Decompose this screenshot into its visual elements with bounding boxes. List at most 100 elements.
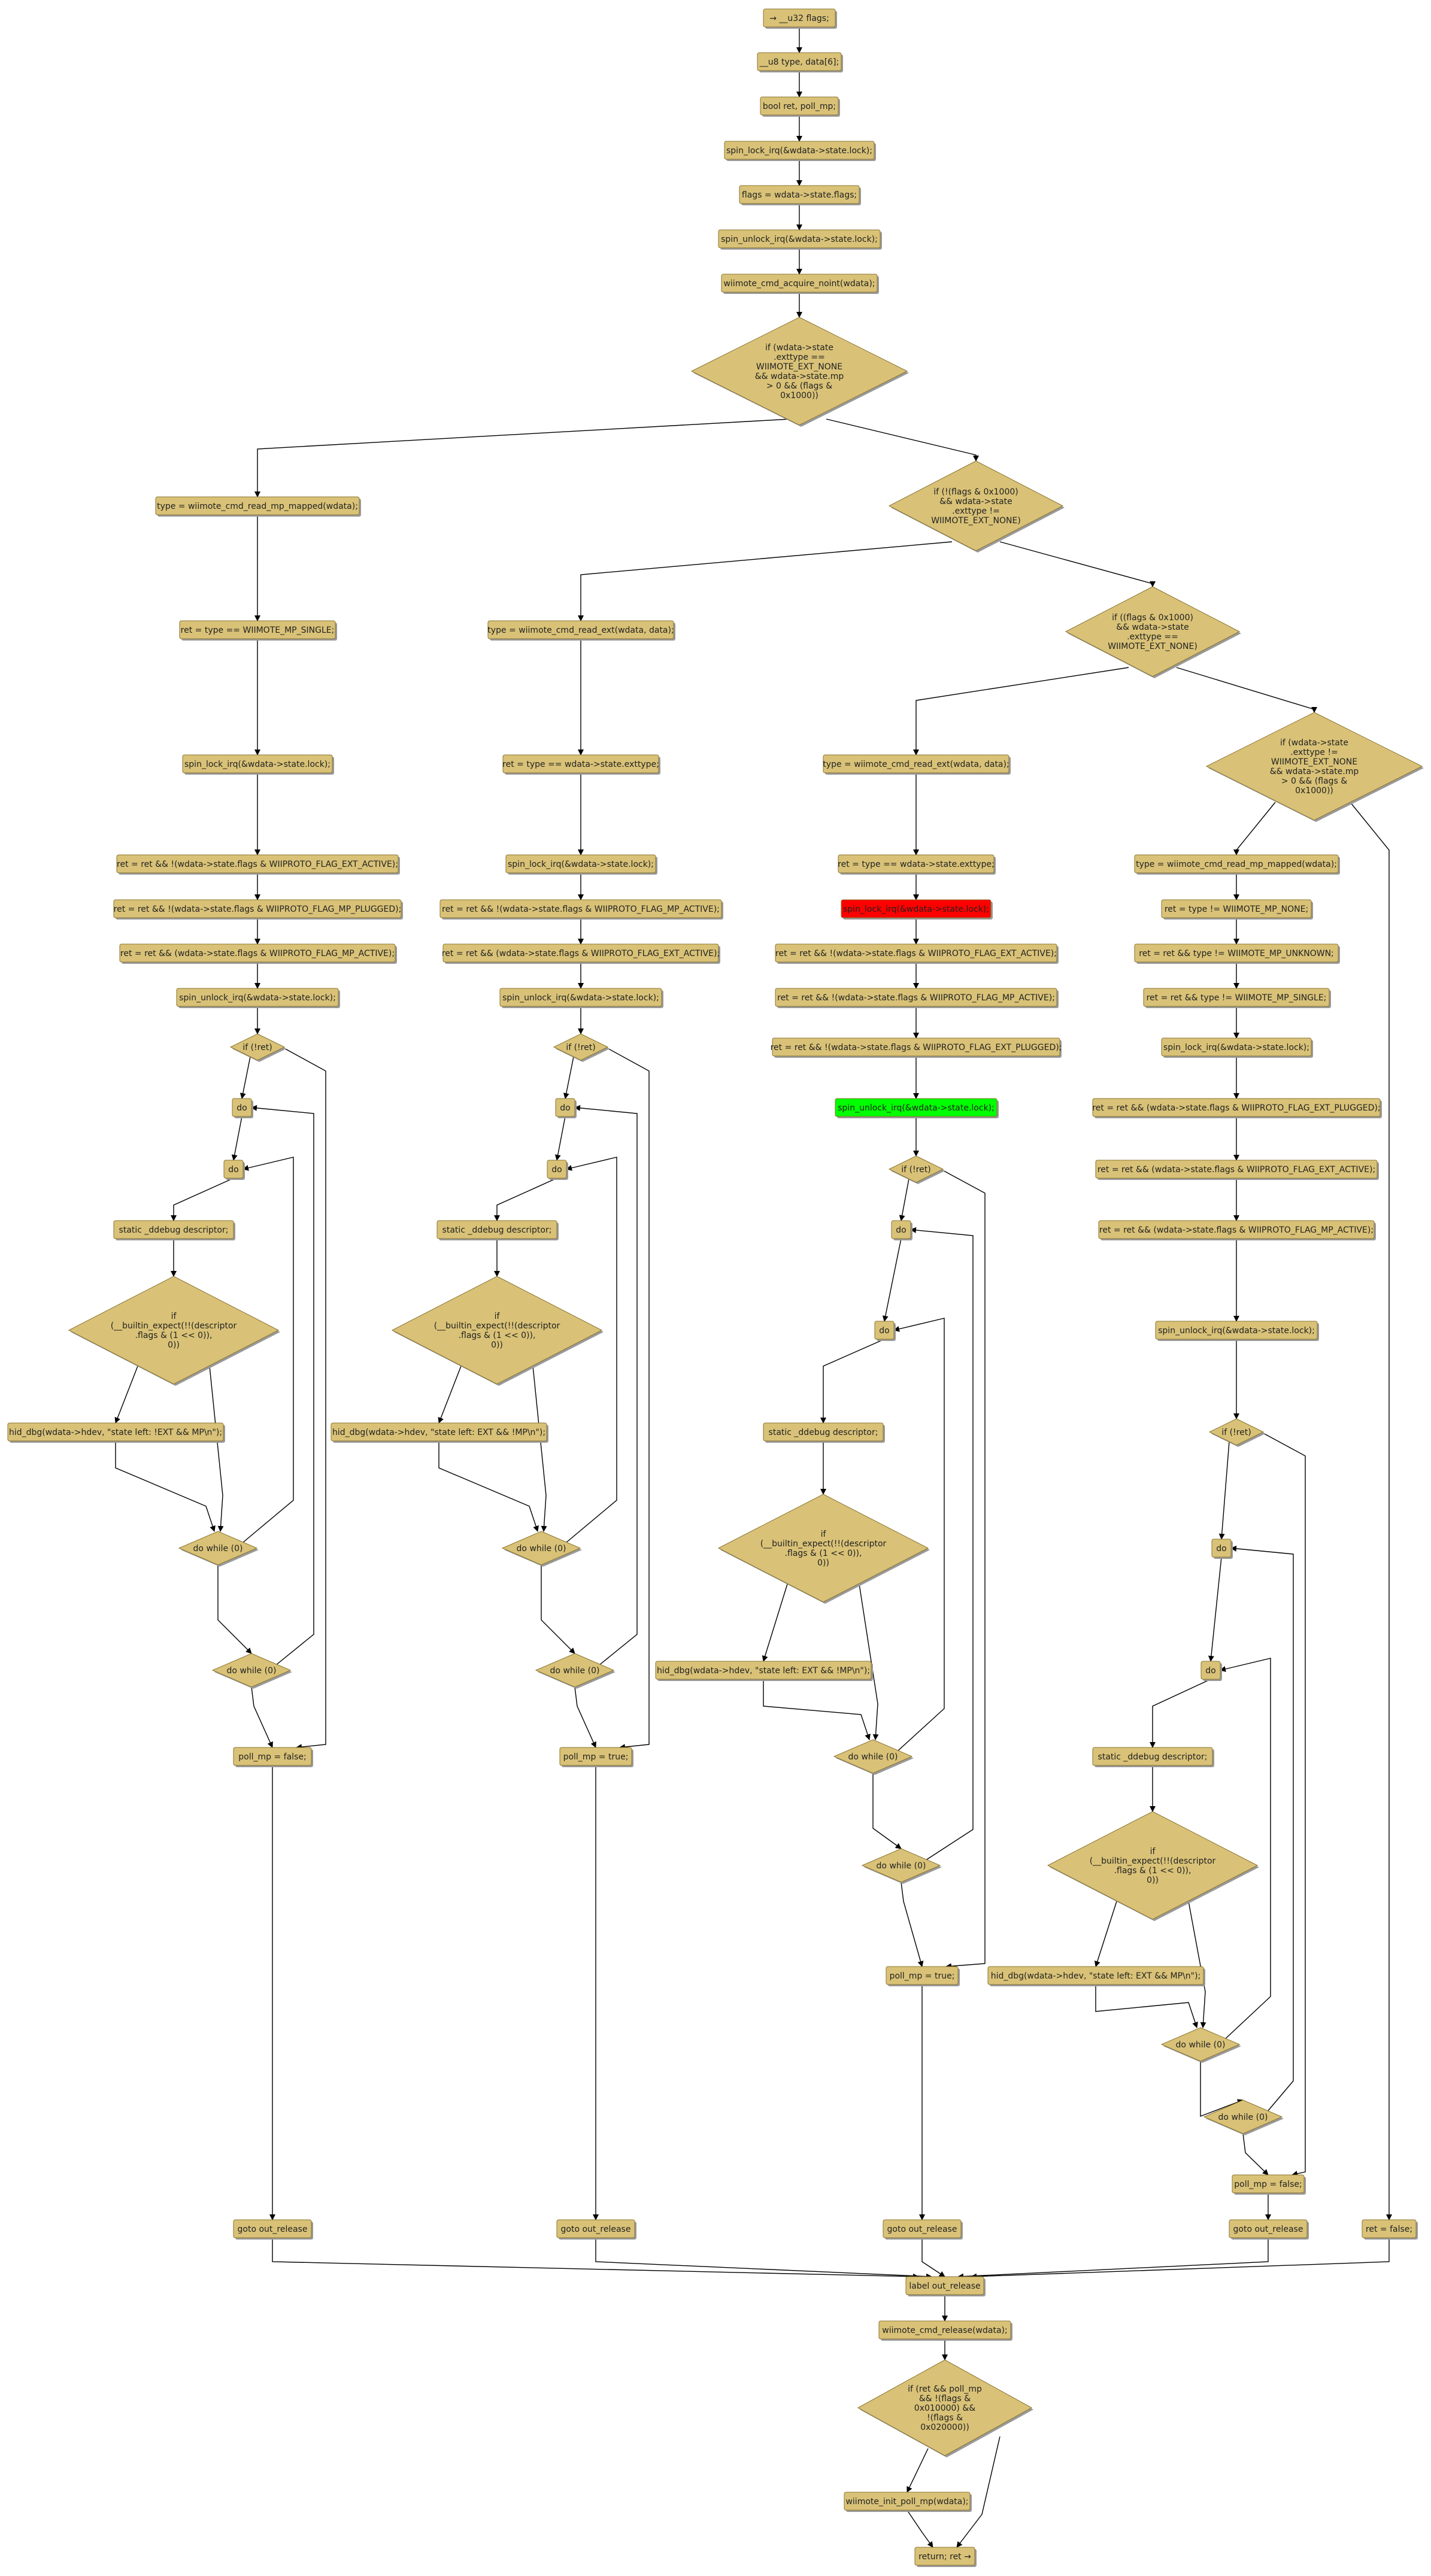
node-shape xyxy=(655,1661,872,1680)
node-shape xyxy=(178,1531,258,1565)
node-c-poll: poll_mp = true; xyxy=(886,1966,960,1986)
edge-c_ifret-poll xyxy=(933,1165,986,1970)
node-b-static: static _ddebug descriptor; xyxy=(436,1220,559,1240)
nodes: → __u32 flags;__u8 type, data[6];bool re… xyxy=(7,8,1424,2567)
node-shape xyxy=(1065,586,1241,677)
node-label: static _ddebug descriptor; xyxy=(442,1225,552,1235)
node-d-r6: ret = ret && (wdata->state.flags & WIIPR… xyxy=(1098,1220,1376,1240)
node-b-do1: do xyxy=(555,1098,577,1118)
edge-a_ifd-while1 xyxy=(209,1366,224,1532)
node-shape xyxy=(331,1422,547,1442)
node-shape xyxy=(1092,1747,1213,1766)
node-label: if (!ret) xyxy=(1221,1428,1251,1437)
node-a-while2: do while (0) xyxy=(211,1653,292,1689)
node-shape xyxy=(1134,854,1339,873)
node-shape xyxy=(891,1220,911,1239)
node-shape xyxy=(888,460,1064,551)
node-shape xyxy=(886,1966,959,1985)
node-c-while2: do while (0) xyxy=(861,1848,942,1884)
node-shape xyxy=(68,1276,280,1385)
edge-c_goto-label xyxy=(921,2238,945,2277)
node-label: spin_lock_irq(&wdata->state.lock); xyxy=(726,146,872,156)
node-label: hid_dbg(wdata->hdev, "state left: !EXT &… xyxy=(9,1428,222,1437)
edge-d_ifd-while1 xyxy=(1188,1901,1206,2028)
node-shape xyxy=(1203,2099,1283,2134)
node-label: goto out_release xyxy=(238,2225,308,2234)
edge-if4-false xyxy=(1350,802,1392,2220)
node-a-ifd: if(__builtin_expect(!!(descriptor.flags … xyxy=(68,1276,280,1386)
node-shape xyxy=(155,496,360,515)
node-label: if (wdata->state.exttype !=WIIMOTE_EXT_N… xyxy=(1270,738,1359,796)
node-label: if(__builtin_expect(!!(descriptor.flags … xyxy=(434,1312,560,1350)
node-shape xyxy=(442,943,719,963)
node-d-while1: do while (0) xyxy=(1160,2027,1241,2063)
node-d-r2: ret = ret && type != WIIMOTE_MP_UNKNOWN; xyxy=(1134,943,1340,964)
node-shape xyxy=(436,1220,557,1239)
node-c-r3: ret = ret && !(wdata->state.flags & WIIP… xyxy=(771,1037,1062,1058)
node-d-type: type = wiimote_cmd_read_mp_mapped(wdata)… xyxy=(1134,854,1340,875)
node-shape xyxy=(690,317,908,426)
node-c-static: static _ddebug descriptor; xyxy=(763,1422,885,1443)
node-shape xyxy=(501,1531,581,1565)
node-label: spin_lock_irq(&wdata->state.lock); xyxy=(843,905,989,914)
node-d-r1: ret = type != WIIMOTE_MP_NONE; xyxy=(1161,899,1313,920)
node-shape xyxy=(861,1848,941,1883)
node-label: hid_dbg(wdata->hdev, "state left: EXT &&… xyxy=(991,1971,1201,1981)
node-a-do2: do xyxy=(223,1160,245,1180)
edge-if1-a xyxy=(254,418,791,497)
node-shape xyxy=(1200,1661,1221,1680)
node-shape xyxy=(835,1098,998,1117)
node-d-r4: ret = ret && (wdata->state.flags & WIIPR… xyxy=(1092,1098,1382,1118)
node-label: do xyxy=(551,1165,562,1175)
node-shape xyxy=(559,1747,632,1766)
node-d-if4: if (wdata->state.exttype !=WIIMOTE_EXT_N… xyxy=(1205,712,1424,822)
node-shape xyxy=(775,988,1057,1007)
node-shape xyxy=(1160,2027,1241,2062)
node-a-type: type = wiimote_cmd_read_mp_mapped(wdata)… xyxy=(155,496,361,517)
node-label: type = wiimote_cmd_read_mp_mapped(wdata)… xyxy=(157,502,358,511)
node-shape xyxy=(502,754,659,773)
node-label: ret = ret && !(wdata->state.flags & WIIP… xyxy=(775,949,1057,958)
node-shape xyxy=(760,96,839,116)
node-label: poll_mp = false; xyxy=(1234,2180,1302,2189)
node-label: static _ddebug descriptor; xyxy=(769,1428,878,1437)
node-shape xyxy=(179,620,336,639)
node-d-while2: do while (0) xyxy=(1203,2099,1284,2135)
node-label: wiimote_cmd_acquire_noint(wdata); xyxy=(723,279,875,289)
node-label: ret = ret && (wdata->state.flags & WIIPR… xyxy=(442,949,720,958)
node-label: do xyxy=(228,1165,238,1175)
node-shape xyxy=(857,2359,1033,2456)
edge-a_while1-do2 xyxy=(241,1157,294,1544)
edge-c_while2-poll xyxy=(901,1882,924,1967)
edge-d_hid-while1 xyxy=(1095,1985,1198,2028)
edges xyxy=(114,27,1392,2548)
node-label: if (ret && poll_mp&& !(flags &0x010000) … xyxy=(908,2384,982,2432)
node-label: poll_mp = false; xyxy=(238,1752,306,1762)
edge-a_ifd-hid xyxy=(114,1366,138,1424)
node-shape xyxy=(176,988,339,1007)
edge-if2-if3 xyxy=(999,541,1156,587)
edge-b_hid-while1 xyxy=(438,1441,539,1532)
node-label: do while (0) xyxy=(227,1666,277,1676)
edge-c_while2-do1 xyxy=(910,1227,974,1861)
node-shape xyxy=(721,274,878,293)
node-label: spin_unlock_irq(&wdata->state.lock); xyxy=(179,993,336,1003)
node-c-hid: hid_dbg(wdata->hdev, "state left: EXT &&… xyxy=(655,1661,873,1681)
node-shape xyxy=(823,754,1009,773)
node-shape xyxy=(775,943,1057,963)
edge-d_do2-static xyxy=(1150,1679,1211,1748)
node-shape xyxy=(233,1747,312,1766)
node-c-ifret: if (!ret) xyxy=(888,1155,945,1184)
node-shape xyxy=(182,754,333,773)
edge-d_goto-label xyxy=(957,2238,1269,2280)
node-label: type = wiimote_cmd_read_ext(wdata, data)… xyxy=(487,626,674,635)
node-n-unlock1: spin_unlock_irq(&wdata->state.lock); xyxy=(718,229,882,250)
node-label: bool ret, poll_mp; xyxy=(763,102,836,111)
node-shape xyxy=(116,854,399,873)
edge-a_ifret-poll xyxy=(275,1043,326,1750)
node-f-release: wiimote_cmd_release(wdata); xyxy=(878,2320,1012,2341)
edge-if4-d xyxy=(1233,802,1276,855)
node-shape xyxy=(1161,1037,1312,1057)
node-f-label: label out_release xyxy=(905,2276,986,2296)
node-label: label out_release xyxy=(909,2281,980,2291)
